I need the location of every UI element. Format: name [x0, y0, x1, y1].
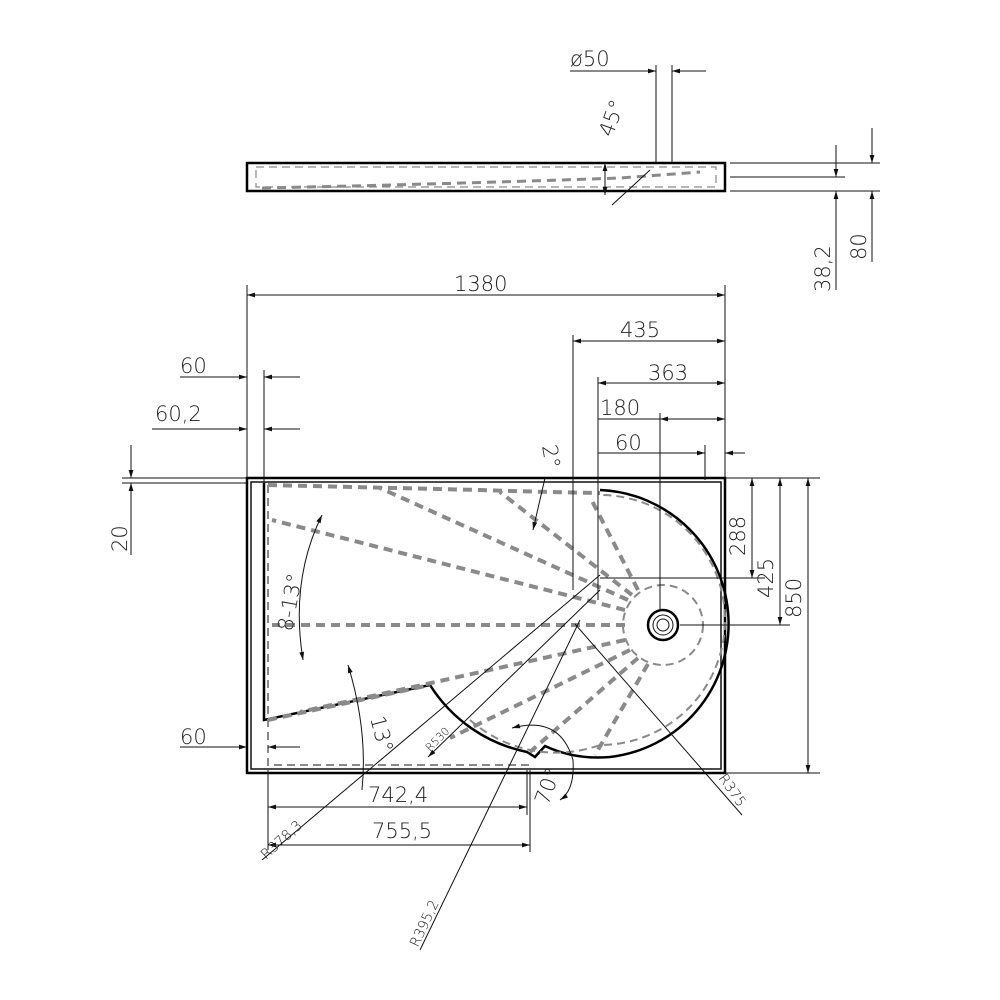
height-label: 80	[847, 233, 871, 260]
dim-180: 180	[600, 396, 640, 420]
dim-width-a: 742,4	[368, 783, 428, 807]
dim-left-margin-top: 60	[180, 354, 207, 378]
basin-outline	[262, 483, 730, 759]
side-view: ø50 45° 38,2 80	[245, 47, 880, 292]
dim-width-b: 755,5	[372, 819, 432, 843]
dim-overall-length: 1380	[454, 272, 507, 296]
angle-45-label: 45°	[594, 97, 629, 140]
radius-a-label: R378,3	[258, 818, 306, 863]
dim-425: 425	[754, 558, 778, 598]
diameter-label: ø50	[570, 47, 610, 71]
side-outline	[245, 161, 727, 193]
dim-overall-width: 850	[782, 578, 806, 618]
plan-view: 1380 435 363 180 60 60 60,2 20 60 8-13°	[108, 272, 820, 951]
drain-icon	[646, 608, 680, 642]
depth-label: 38,2	[811, 245, 835, 292]
angle-bottom-label: 70°	[530, 765, 565, 808]
radius-b-label: R395,2	[407, 898, 443, 950]
slope-top-label: 2°	[537, 443, 565, 471]
radius-c-label: R530	[423, 725, 452, 754]
radius-d-label: R375	[715, 771, 749, 810]
dim-288: 288	[726, 516, 750, 556]
dim-363: 363	[648, 361, 688, 385]
dim-left-margin-b: 60,2	[155, 402, 202, 426]
dim-left-margin-bottom: 60	[180, 725, 207, 749]
dim-top-margin: 20	[108, 525, 132, 552]
slope-lines	[271, 486, 650, 757]
dim-right-margin: 60	[615, 431, 642, 455]
dim-435: 435	[620, 318, 660, 342]
